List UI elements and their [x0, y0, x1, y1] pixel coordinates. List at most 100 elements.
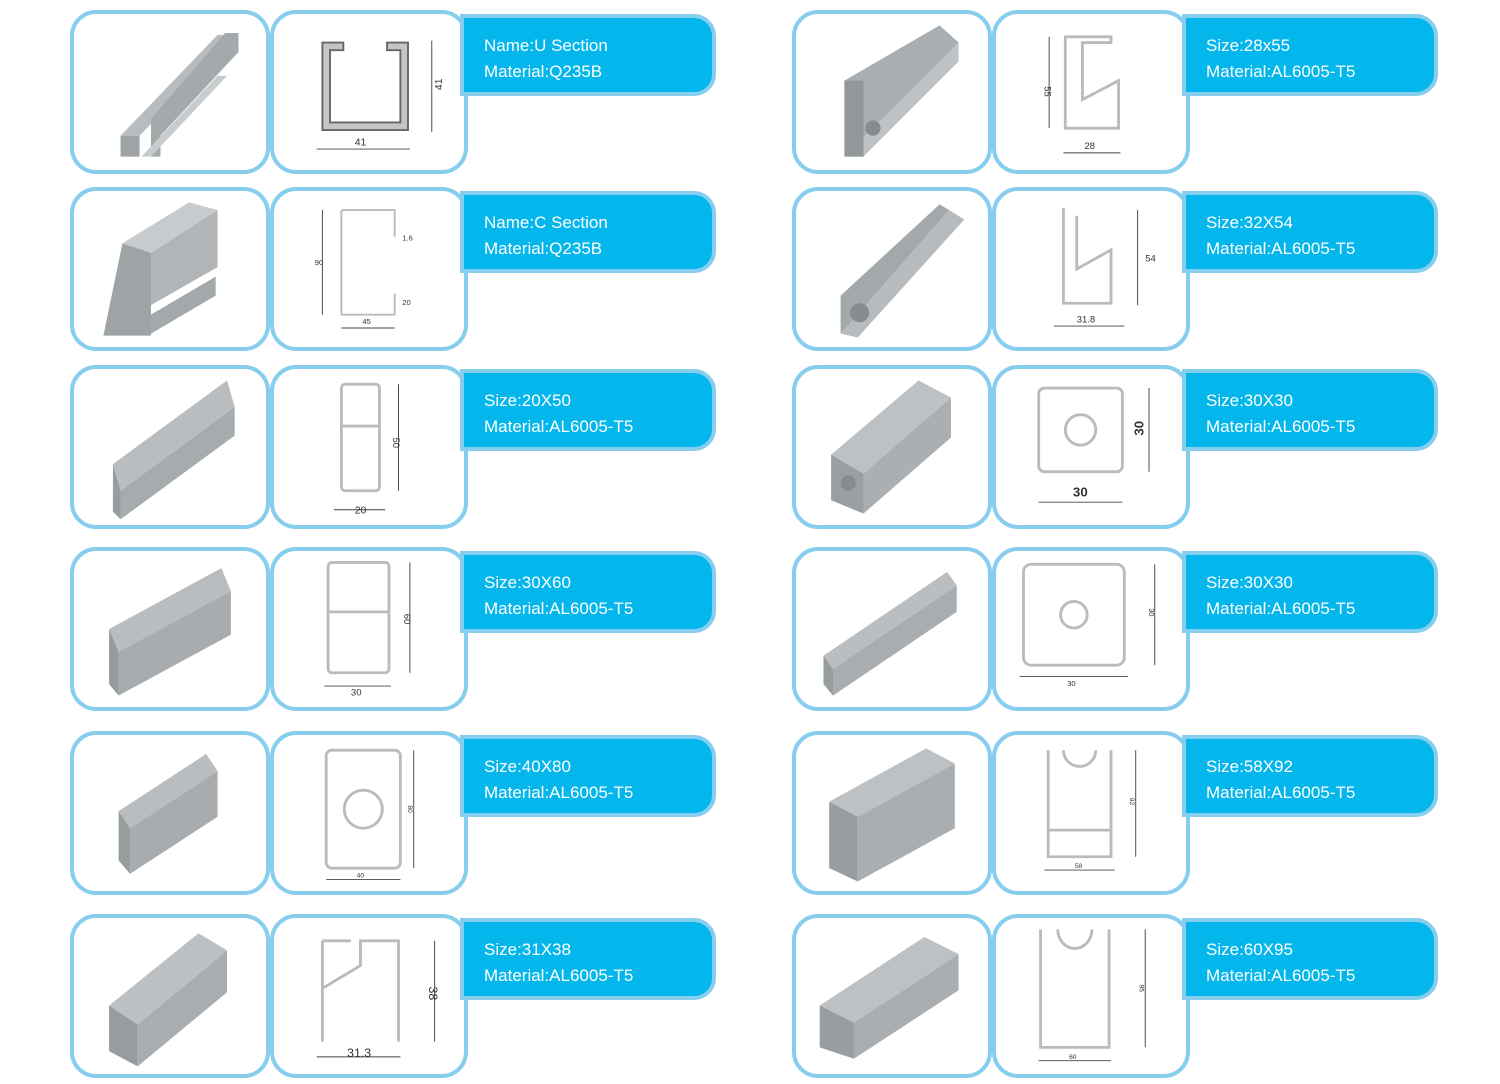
spec-tab: Size:31X38 Material:AL6005-T5 — [460, 918, 716, 1000]
spec-tab: Size:28x55 Material:AL6005-T5 — [1182, 14, 1438, 96]
spec-material: Material:AL6005-T5 — [484, 783, 634, 802]
spec-tab: Size:40X80 Material:AL6005-T5 — [460, 735, 716, 817]
rail-28x55-3d-image — [844, 25, 959, 157]
dim-height: 92 — [1128, 798, 1135, 806]
spec-tab: Size:32X54 Material:AL6005-T5 — [1182, 191, 1438, 273]
spec-tab: Size:20X50 Material:AL6005-T5 — [460, 369, 716, 451]
product-slot-40x80: 80 40 Size:40X80 Material:AL6005-T5 — [70, 731, 720, 899]
rail-58x92-drawing: 92 58 — [1044, 750, 1137, 871]
spec-material: Material:AL6005-T5 — [484, 966, 634, 985]
dim-height: 30 — [1131, 421, 1146, 436]
product-photo — [792, 365, 992, 529]
dim-width: 30 — [351, 688, 362, 699]
dim-height: 38 — [426, 986, 440, 1000]
dim-lip: 20 — [402, 298, 410, 307]
technical-drawing: 90 45 20 1.6 — [270, 187, 468, 351]
dim-height: 50 — [390, 437, 401, 448]
technical-drawing: 30 30 — [992, 547, 1190, 711]
technical-drawing: 50 20 — [270, 365, 468, 529]
square-30x30-drawing: 30 30 — [1037, 386, 1150, 503]
rail-30x60-3d-image — [109, 568, 231, 696]
dim-width: 30 — [1073, 484, 1088, 499]
spec-tab: Size:30X60 Material:AL6005-T5 — [460, 551, 716, 633]
technical-drawing: 60 30 — [270, 547, 468, 711]
u-channel-drawing: 41 41 — [316, 40, 445, 150]
spec-tab: Name:C Section Material:Q235B — [460, 191, 716, 273]
product-photo — [70, 365, 270, 529]
dim-width: 31.8 — [1077, 314, 1096, 325]
product-photo — [792, 10, 992, 174]
dim-width: 40 — [357, 873, 365, 880]
dim-width: 60 — [1069, 1054, 1077, 1061]
product-photo — [70, 10, 270, 174]
product-photo — [70, 914, 270, 1078]
product-photo — [792, 914, 992, 1078]
dim-thickness: 1.6 — [402, 233, 413, 242]
square-30x30-3d-image — [831, 380, 951, 514]
cross-30x30-drawing: 30 30 — [1019, 562, 1156, 688]
technical-drawing: 95 60 — [992, 914, 1190, 1078]
product-photo — [792, 547, 992, 711]
technical-drawing: 30 30 — [992, 365, 1190, 529]
rail-58x92-3d-image — [829, 748, 955, 882]
dim-height: 90 — [315, 258, 323, 267]
rail-20x50-drawing: 50 20 — [333, 382, 401, 517]
dim-width: 31.3 — [347, 1046, 371, 1060]
product-rail-58x92: 92 58 Size:58X92 Material:AL6005-T5 — [792, 731, 1442, 899]
spec-material: Material:AL6005-T5 — [1206, 417, 1356, 436]
dim-width: 45 — [362, 317, 370, 326]
dim-width: 58 — [1075, 863, 1083, 870]
product-c-section: 90 45 20 1.6 Name:C Section Material:Q23… — [70, 187, 720, 355]
spec-size: Size:31X38 — [484, 940, 571, 959]
c-channel-3d-image — [103, 202, 218, 336]
product-photo — [792, 187, 992, 351]
spec-tab: Name:U Section Material:Q235B — [460, 14, 716, 96]
cross-30x30-3d-image — [823, 571, 957, 696]
spec-tab: Size:30X30 Material:AL6005-T5 — [1182, 369, 1438, 451]
technical-drawing: 38 31.3 — [270, 914, 468, 1078]
slot-40x80-3d-image — [118, 754, 218, 874]
spec-size: Size:40X80 — [484, 757, 571, 776]
product-rail-28x55: 55 28 Size:28x55 Material:AL6005-T5 — [792, 10, 1442, 178]
spec-material: Material:Q235B — [484, 239, 603, 258]
product-rail-60x95: 95 60 Size:60X95 Material:AL6005-T5 — [792, 914, 1442, 1082]
product-rail-20x50: 50 20 Size:20X50 Material:AL6005-T5 — [70, 365, 720, 533]
spec-material: Material:AL6005-T5 — [1206, 62, 1356, 81]
product-photo — [70, 187, 270, 351]
spec-size: Size:20X50 — [484, 391, 571, 410]
u-channel-3d-image — [120, 33, 239, 157]
dim-height: 55 — [1041, 86, 1052, 97]
spec-material: Material:AL6005-T5 — [1206, 966, 1356, 985]
spec-material: Material:AL6005-T5 — [1206, 599, 1356, 618]
technical-drawing: 55 28 — [992, 10, 1190, 174]
rail-32x54-drawing: 54 31.8 — [1053, 208, 1156, 327]
spec-tab: Size:30X30 Material:AL6005-T5 — [1182, 551, 1438, 633]
product-photo — [792, 731, 992, 895]
technical-drawing: 54 31.8 — [992, 187, 1190, 351]
dim-height: 54 — [1145, 253, 1156, 264]
spec-size: Size:30X60 — [484, 573, 571, 592]
product-photo — [70, 547, 270, 711]
spec-size: Size:60X95 — [1206, 940, 1293, 959]
product-u-section: 41 41 Name:U Section Material:Q235B — [70, 10, 720, 178]
dim-height: 60 — [401, 614, 412, 625]
product-square-30x30: 30 30 Size:30X30 Material:AL6005-T5 — [792, 365, 1442, 533]
spec-size: Size:30X30 — [1206, 391, 1293, 410]
product-rail-32x54: 54 31.8 Size:32X54 Material:AL6005-T5 — [792, 187, 1442, 355]
spec-tab: Size:60X95 Material:AL6005-T5 — [1182, 918, 1438, 1000]
technical-drawing: 41 41 — [270, 10, 468, 174]
technical-drawing: 92 58 — [992, 731, 1190, 895]
product-cross-30x30: 30 30 Size:30X30 Material:AL6005-T5 — [792, 547, 1442, 715]
spec-material: Material:AL6005-T5 — [484, 417, 634, 436]
product-rail-30x60: 60 30 Size:30X60 Material:AL6005-T5 — [70, 547, 720, 715]
dim-width: 30 — [1067, 679, 1075, 688]
c-channel-drawing: 90 45 20 1.6 — [315, 209, 413, 329]
spec-size: Size:32X54 — [1206, 213, 1293, 232]
rail-31x38-drawing: 38 31.3 — [316, 939, 440, 1060]
dim-width: 28 — [1084, 141, 1095, 152]
rail-31x38-3d-image — [109, 933, 228, 1067]
spec-material: Material:Q235B — [484, 62, 603, 81]
rail-60x95-drawing: 95 60 — [1038, 929, 1146, 1062]
dim-height: 95 — [1138, 985, 1145, 993]
